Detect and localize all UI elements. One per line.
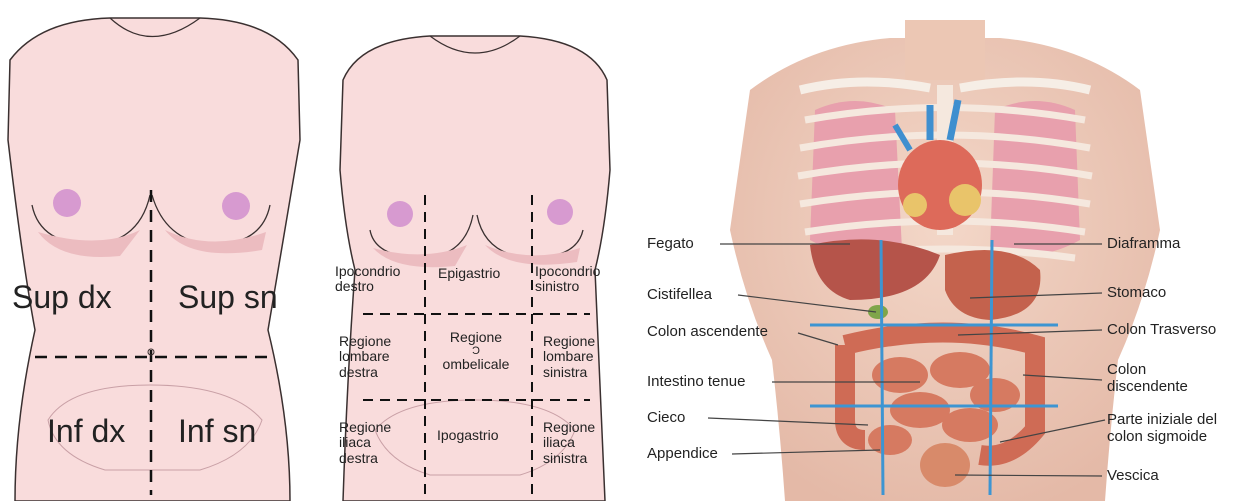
label-cistifellea: Cistifellea <box>647 287 712 304</box>
neck <box>905 20 985 80</box>
left-nipple <box>547 199 573 225</box>
gallbladder <box>868 305 888 319</box>
grid-vertical-right <box>881 240 883 495</box>
label-diaframma: Diaframma <box>1107 236 1180 253</box>
quadrant-inf-dx: Inf dx <box>47 414 125 449</box>
fat-tissue <box>949 184 981 216</box>
label-colon-ascendente: Colon ascendente <box>647 324 768 341</box>
fat-tissue-2 <box>903 193 927 217</box>
right-nipple <box>53 189 81 217</box>
bladder <box>920 443 970 487</box>
region-ipogastrio: Ipogastrio <box>437 428 498 443</box>
quadrant-sup-dx: Sup dx <box>12 280 112 315</box>
left-nipple <box>222 192 250 220</box>
label-fegato: Fegato <box>647 236 694 253</box>
label-colon-trasverso: Colon Trasverso <box>1107 322 1216 339</box>
region-epigastrio: Epigastrio <box>438 266 500 281</box>
torso-quadrants-figure <box>0 0 305 501</box>
label-appendice: Appendice <box>647 446 718 463</box>
label-stomaco: Stomaco <box>1107 285 1166 302</box>
grid-vertical-left <box>990 240 992 495</box>
label-cieco: Cieco <box>647 410 685 427</box>
label-intestino-tenue: Intestino tenue <box>647 374 745 391</box>
quadrant-sup-sn: Sup sn <box>178 280 278 315</box>
quadrant-inf-sn: Inf sn <box>178 414 256 449</box>
right-nipple <box>387 201 413 227</box>
quadrants-panel: Sup dx Sup sn Inf dx Inf sn <box>0 0 305 501</box>
organs-panel: Fegato Cistifellea Colon ascendente Inte… <box>640 0 1250 501</box>
label-vescica: Vescica <box>1107 468 1159 485</box>
